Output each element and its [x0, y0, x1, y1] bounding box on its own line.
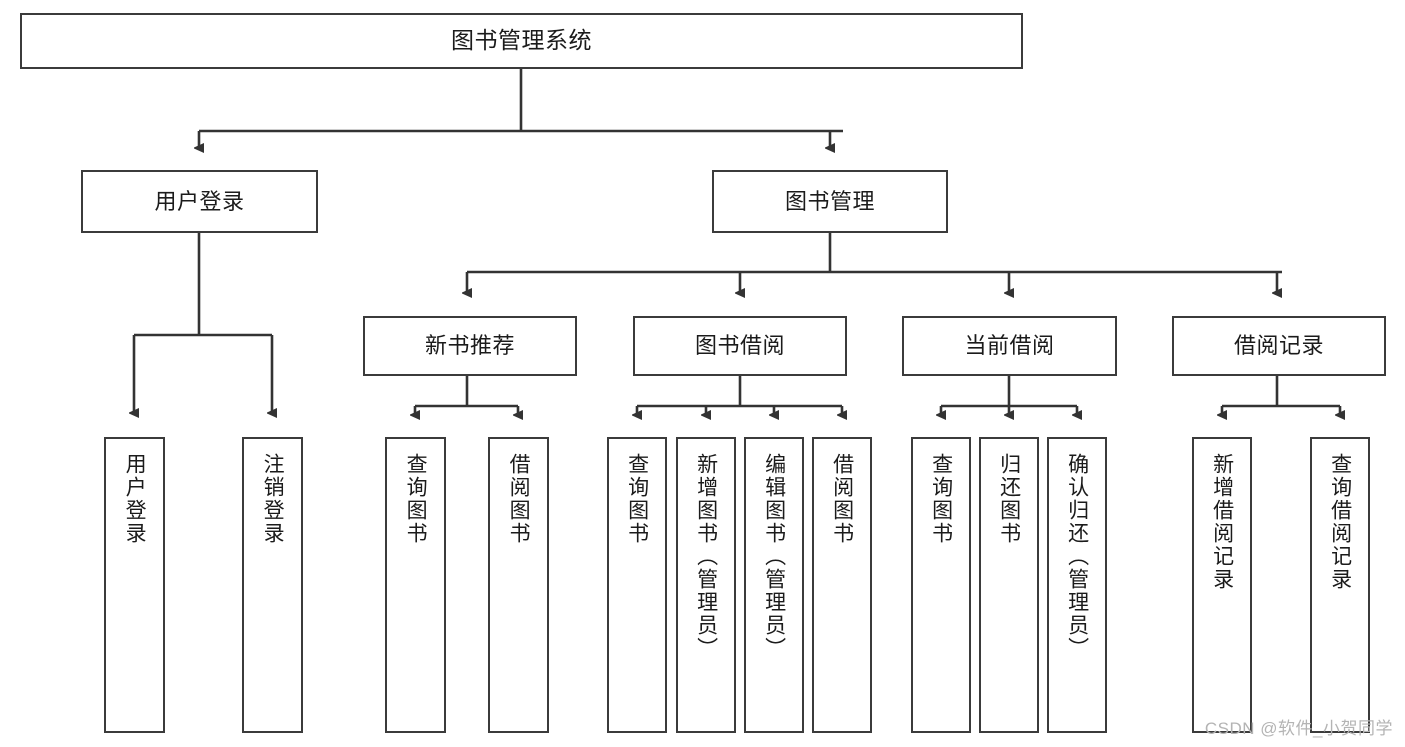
node-leaf-add-book[interactable]: 新增图书（管理员）	[676, 437, 736, 733]
node-root-label: 图书管理系统	[451, 27, 592, 54]
node-new-book-rec-label: 新书推荐	[424, 333, 515, 359]
node-leaf-query-book-2[interactable]: 查询图书	[607, 437, 667, 733]
node-book-borrow[interactable]: 图书借阅	[633, 316, 847, 376]
node-leaf-query-record-label: 查询借阅记录	[1328, 453, 1352, 591]
node-leaf-user-login-label: 用户登录	[123, 453, 147, 545]
node-leaf-logout[interactable]: 注销登录	[242, 437, 303, 733]
node-book-manage-label: 图书管理	[784, 188, 875, 214]
node-book-manage[interactable]: 图书管理	[712, 170, 948, 233]
node-leaf-user-login[interactable]: 用户登录	[104, 437, 165, 733]
node-leaf-query-book-1-label: 查询图书	[404, 453, 428, 545]
node-leaf-logout-label: 注销登录	[261, 453, 285, 545]
node-leaf-query-book-3-label: 查询图书	[929, 453, 953, 545]
node-leaf-return-book[interactable]: 归还图书	[979, 437, 1039, 733]
node-leaf-query-book-1[interactable]: 查询图书	[385, 437, 446, 733]
node-leaf-borrow-book-1-label: 借阅图书	[507, 453, 531, 545]
node-leaf-edit-book-label: 编辑图书（管理员）	[762, 453, 786, 660]
node-user-login[interactable]: 用户登录	[81, 170, 318, 233]
node-leaf-confirm-return-label: 确认归还（管理员）	[1065, 453, 1089, 660]
node-leaf-add-record[interactable]: 新增借阅记录	[1192, 437, 1252, 733]
node-leaf-borrow-book-2-label: 借阅图书	[830, 453, 854, 545]
node-leaf-borrow-book-1[interactable]: 借阅图书	[488, 437, 549, 733]
node-leaf-return-book-label: 归还图书	[997, 453, 1021, 545]
node-borrow-record[interactable]: 借阅记录	[1172, 316, 1386, 376]
node-leaf-query-book-3[interactable]: 查询图书	[911, 437, 971, 733]
node-book-borrow-label: 图书借阅	[694, 333, 785, 359]
node-root[interactable]: 图书管理系统	[20, 13, 1023, 69]
node-leaf-query-record[interactable]: 查询借阅记录	[1310, 437, 1370, 733]
node-current-borrow[interactable]: 当前借阅	[902, 316, 1117, 376]
node-new-book-rec[interactable]: 新书推荐	[363, 316, 577, 376]
node-current-borrow-label: 当前借阅	[964, 333, 1055, 359]
node-leaf-query-book-2-label: 查询图书	[625, 453, 649, 545]
node-leaf-confirm-return[interactable]: 确认归还（管理员）	[1047, 437, 1107, 733]
node-user-login-label: 用户登录	[154, 188, 245, 214]
node-leaf-borrow-book-2[interactable]: 借阅图书	[812, 437, 872, 733]
watermark: CSDN @软件_小贺同学	[1204, 719, 1393, 738]
node-leaf-add-book-label: 新增图书（管理员）	[694, 453, 718, 660]
node-borrow-record-label: 借阅记录	[1233, 333, 1324, 359]
node-leaf-edit-book[interactable]: 编辑图书（管理员）	[744, 437, 804, 733]
node-leaf-add-record-label: 新增借阅记录	[1210, 453, 1234, 591]
